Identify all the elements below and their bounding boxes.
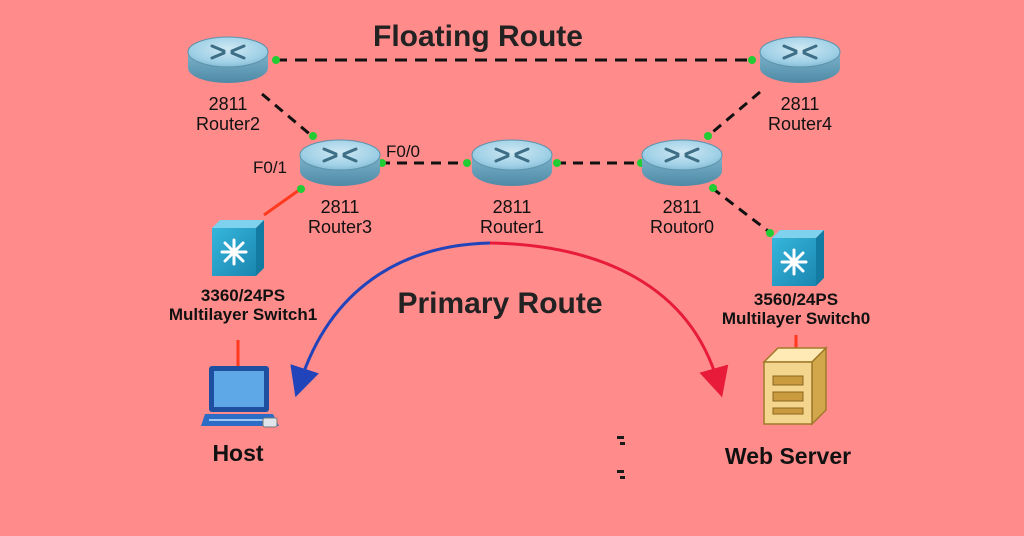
switch1-model: 3360/24PS: [200, 286, 286, 305]
primary-route-arrow-to-host: [290, 241, 491, 398]
port-label-f0-0: F0/0: [386, 142, 421, 161]
router3-model: 2811: [320, 197, 360, 217]
router4-model: 2811: [780, 94, 820, 114]
link-router4-router0: [707, 90, 761, 138]
router1-router-icon: [471, 139, 553, 186]
primary-route-arrow-to-server: [489, 241, 729, 398]
port-light: [309, 132, 317, 140]
router0-router-icon: [641, 139, 723, 186]
text-fragment-mark: [617, 436, 625, 479]
host-label: Host: [212, 440, 264, 466]
laptop-icon: [201, 366, 279, 428]
router0-name: Routor0: [649, 217, 715, 238]
routers: [187, 36, 841, 186]
router2-model: 2811: [208, 94, 248, 114]
switch1-name: Multilayer Switch1: [168, 305, 318, 325]
router0-label: 2811 Routor0: [650, 197, 714, 237]
router3-label: 2811 Router3: [308, 197, 372, 237]
port-label-f0-1: F0/1: [253, 158, 288, 177]
switch1-label: 3360/24PS Multilayer Switch1: [169, 286, 317, 324]
webserver-label: Web Server: [724, 443, 852, 469]
switch0-label: 3560/24PS Multilayer Switch0: [722, 290, 870, 328]
port-light: [766, 229, 774, 237]
switch0-icon: [772, 230, 824, 286]
switch0-model: 3560/24PS: [753, 290, 839, 309]
router2-name: Router2: [195, 114, 261, 135]
router4-router-icon: [759, 36, 841, 83]
port-light: [272, 56, 280, 64]
port-light: [553, 159, 561, 167]
router3-name: Router3: [307, 217, 373, 238]
port-light: [463, 159, 471, 167]
router0-model: 2811: [662, 197, 702, 217]
link-router3-switch1: [263, 186, 303, 217]
router3-router-icon: [299, 139, 381, 186]
router1-name: Router1: [479, 217, 545, 238]
router4-name: Router4: [767, 114, 833, 135]
router2-label: 2811 Router2: [196, 94, 260, 134]
port-light: [748, 56, 756, 64]
port-light: [709, 184, 717, 192]
primary-route-title: Primary Route: [397, 287, 603, 320]
router1-model: 2811: [492, 197, 532, 217]
port-light: [297, 185, 305, 193]
router2-router-icon: [187, 36, 269, 83]
link-router0-switch0: [711, 186, 773, 236]
server-icon: [762, 346, 828, 426]
router1-label: 2811 Router1: [480, 197, 544, 237]
port-light: [704, 132, 712, 140]
link-router2-router3: [261, 92, 313, 138]
switch0-name: Multilayer Switch0: [721, 309, 871, 329]
floating-route-title: Floating Route: [373, 20, 583, 53]
switch1-icon: [212, 220, 264, 276]
router4-label: 2811 Router4: [768, 94, 832, 134]
